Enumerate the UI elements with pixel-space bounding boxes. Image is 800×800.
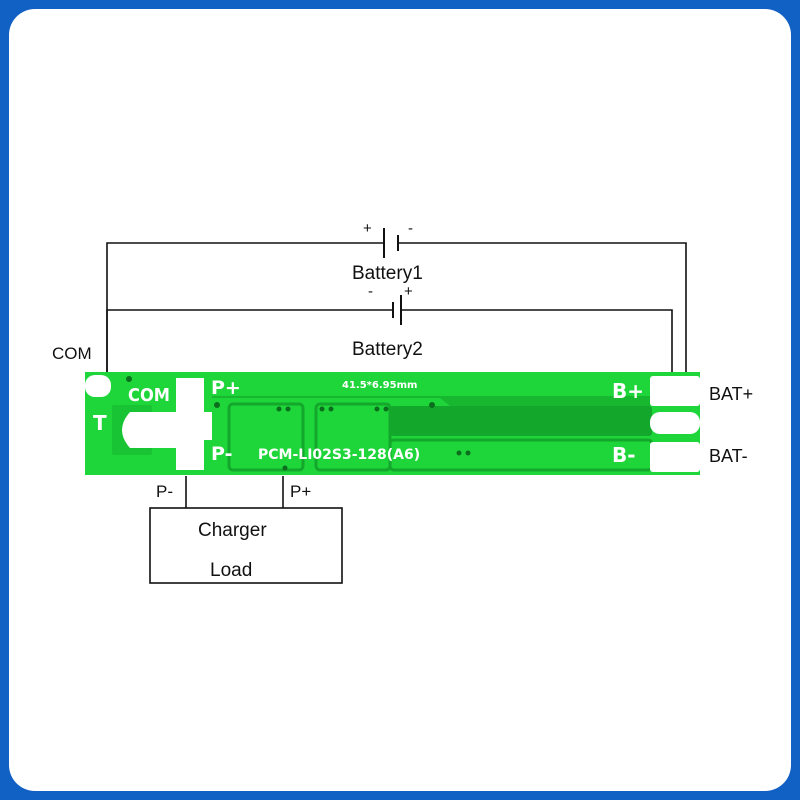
battery1-wire-left (106, 242, 384, 372)
pcb-b-minus-text: B- (612, 443, 636, 467)
battery1-symbol (383, 228, 399, 258)
bat-minus-label: BAT- (709, 446, 748, 466)
battery1-plus-label: + (363, 220, 372, 237)
mid-strip-pad (650, 412, 700, 434)
com-pad (85, 375, 111, 397)
b-plus-pad (650, 376, 700, 406)
pcb-b-plus-text: B+ (612, 379, 644, 403)
pcb-top-trace (212, 396, 650, 406)
battery2-wire-left (106, 309, 393, 372)
b-minus-pad (650, 442, 700, 472)
battery1-label: Battery1 (352, 263, 423, 284)
pcb-pads (85, 375, 700, 472)
battery2-symbol (392, 295, 402, 325)
battery2-minus-label: - (368, 283, 373, 300)
wires (106, 242, 687, 508)
com-wire-label: COM (52, 344, 92, 363)
battery2-label: Battery2 (352, 339, 423, 360)
p-minus-wire-label: P- (156, 482, 173, 501)
pcb-vias (126, 376, 471, 471)
pcb-p-minus-text: P- (211, 443, 232, 465)
pcb-model-text: PCM-LI02S3-128(A6) (258, 447, 420, 463)
pcb-copper-region (390, 406, 652, 436)
charger-label: Charger (198, 520, 267, 541)
pcb-mosfet-1 (227, 402, 305, 472)
t-pad (122, 378, 212, 470)
pcb-mosfet-2 (314, 402, 392, 472)
bat-plus-label: BAT+ (709, 384, 753, 404)
charger-load-box (149, 507, 343, 584)
pcb-t-text: T (93, 411, 107, 435)
battery2-wire-right (401, 309, 673, 372)
pcb-dimensions-text: 41.5*6.95mm (342, 380, 417, 391)
pcb-p-plus-text: P+ (211, 377, 241, 399)
battery1-wire-right (398, 242, 687, 372)
battery1-minus-label: - (408, 220, 413, 237)
pcb-com-text: COM (128, 385, 170, 406)
p-plus-wire-label: P+ (290, 482, 311, 501)
load-label: Load (210, 560, 252, 581)
pcb-board: COM T P+ P- B+ B- 41.5*6.95mm PCM-LI02S3… (85, 372, 700, 475)
battery2-plus-label: + (404, 283, 413, 300)
